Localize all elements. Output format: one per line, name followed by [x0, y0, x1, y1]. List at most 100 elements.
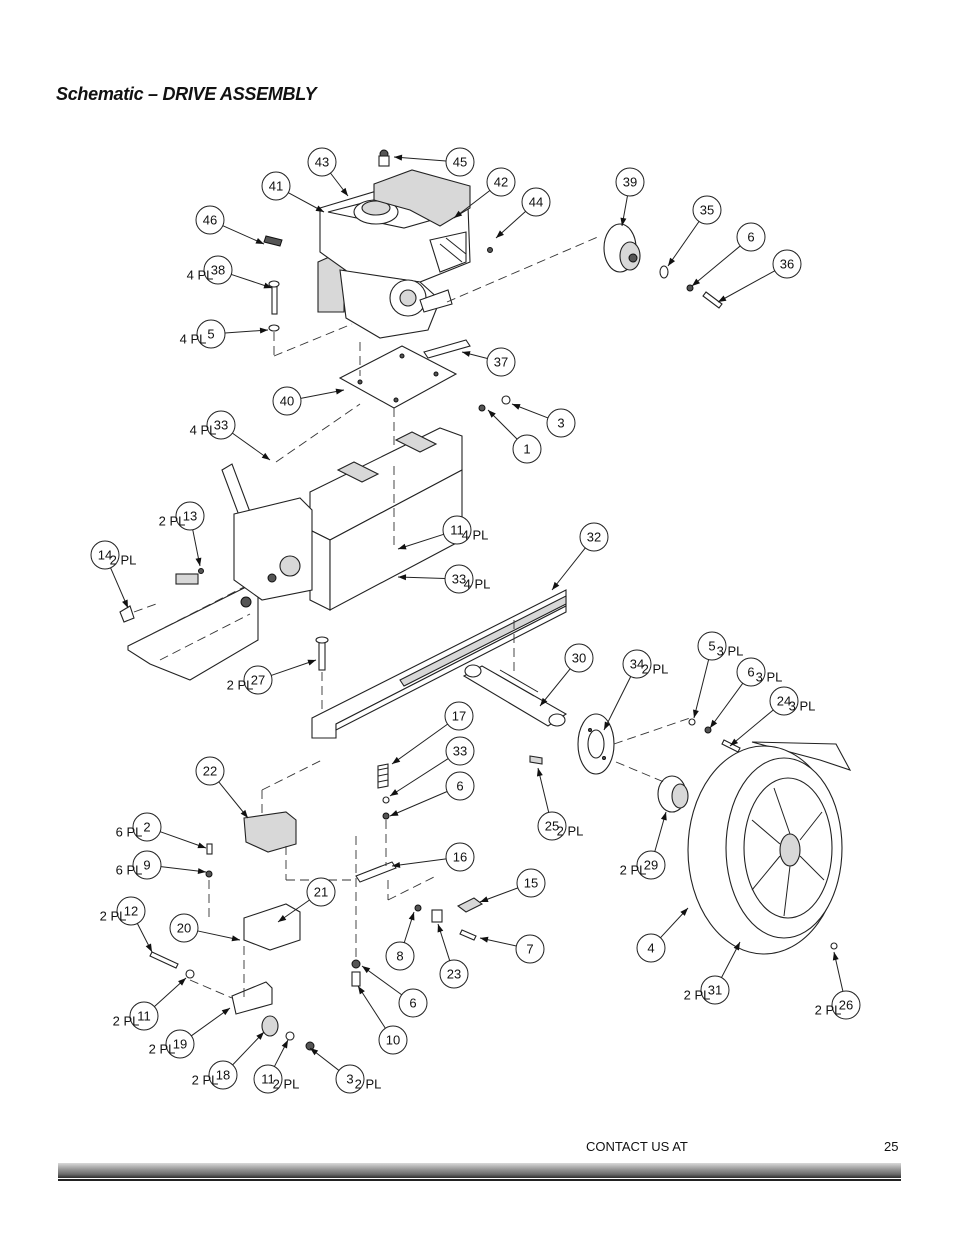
- callout-quantity: 2 PL: [159, 514, 186, 529]
- callout-number: 36: [780, 257, 794, 272]
- callout-11: 112 PL: [113, 1001, 159, 1031]
- callout-circle: [700, 975, 730, 1005]
- callout-quantity: 2 PL: [684, 988, 711, 1003]
- callout-arrowhead: [480, 896, 489, 903]
- callout-37: 37: [486, 347, 516, 377]
- callout-arrowhead: [240, 809, 248, 818]
- footer-contact: CONTACT US AT: [586, 1139, 688, 1154]
- callout-leader: [160, 831, 207, 849]
- callout-30: 30: [564, 643, 594, 673]
- callout-circle: [306, 877, 336, 907]
- callout-45: 45: [445, 147, 475, 177]
- callout-quantity: 3 PL: [756, 670, 783, 685]
- callout-arrowhead: [660, 812, 667, 821]
- callout-43: 43: [307, 147, 337, 177]
- callout-number: 41: [269, 179, 283, 194]
- callout-35: 35: [692, 195, 722, 225]
- callout-11: 112 PL: [253, 1064, 300, 1094]
- callout-arrowhead: [358, 986, 365, 995]
- callout-20: 20: [169, 913, 199, 943]
- callout-circle: [335, 1064, 365, 1094]
- callout-quantity: 2 PL: [110, 553, 137, 568]
- callout-9: 96 PL: [116, 850, 162, 880]
- callout-arrowhead: [197, 868, 206, 875]
- callout-arrowhead: [340, 187, 348, 196]
- callout-34: 342 PL: [622, 649, 668, 679]
- footer-rule: [58, 1163, 901, 1178]
- callout-circle: [516, 868, 546, 898]
- callout-circle: [243, 665, 273, 695]
- callout-13: 132 PL: [159, 501, 205, 531]
- callout-circle: [445, 842, 475, 872]
- callout-circle: [385, 941, 415, 971]
- callout-circle: [398, 988, 428, 1018]
- callout-12: 122 PL: [100, 896, 146, 926]
- callout-leader: [691, 245, 741, 287]
- callout-circle: [195, 756, 225, 786]
- callout-number: 3: [557, 416, 564, 431]
- callout-circle: [196, 319, 226, 349]
- callout-leader: [361, 965, 402, 996]
- callout-quantity: 4 PL: [190, 423, 217, 438]
- callout-32: 32: [579, 522, 609, 552]
- callout-arrowhead: [733, 942, 740, 951]
- callout-circle: [444, 701, 474, 731]
- callout-arrowhead: [263, 282, 272, 289]
- callout-circle: [203, 255, 233, 285]
- callout-circle: [378, 1025, 408, 1055]
- callout-arrowhead: [496, 230, 504, 238]
- callout-arrowhead: [195, 557, 202, 566]
- callout-circle: [831, 990, 861, 1020]
- callout-number: 33: [453, 744, 467, 759]
- callout-arrowhead: [462, 351, 471, 357]
- callout-circle: [564, 643, 594, 673]
- callout-number: 39: [623, 175, 637, 190]
- callout-17: 17: [444, 701, 474, 731]
- callout-2: 26 PL: [116, 812, 162, 842]
- callout-23: 23: [439, 959, 469, 989]
- callout-arrowhead: [261, 452, 270, 460]
- callout-arrowhead: [604, 721, 611, 730]
- callout-number: 40: [280, 394, 294, 409]
- callout-arrowhead: [398, 574, 407, 581]
- page-title: Schematic – DRIVE ASSEMBLY: [56, 84, 317, 104]
- callout-number: 30: [572, 651, 586, 666]
- callout-arrowhead: [256, 1032, 264, 1040]
- callout-arrowhead: [259, 327, 268, 334]
- callout-number: 4: [647, 941, 654, 956]
- callout-33: 334 PL: [444, 564, 490, 594]
- callout-circle: [769, 686, 799, 716]
- callout-number: 31: [708, 983, 722, 998]
- callout-number: 1: [523, 442, 530, 457]
- callout-arrowhead: [552, 581, 560, 590]
- rack-drawing: [311, 589, 567, 739]
- callout-number: 44: [529, 195, 543, 210]
- callout-arrowhead: [390, 810, 399, 816]
- callout-leader: [389, 758, 449, 797]
- callout-leader: [393, 156, 447, 162]
- callout-arrowhead: [540, 697, 548, 706]
- callout-quantity: 2 PL: [557, 824, 584, 839]
- callout-leader: [693, 659, 710, 719]
- callout-number: 13: [183, 509, 197, 524]
- callout-number: 3: [346, 1072, 353, 1087]
- callout-quantity: 6 PL: [116, 825, 143, 840]
- callout-42: 42: [486, 167, 516, 197]
- callout-quantity: 2 PL: [273, 1077, 300, 1092]
- callout-circle: [636, 933, 666, 963]
- callout-circle: [208, 1060, 238, 1090]
- callout-number: 8: [396, 949, 403, 964]
- callout-arrowhead: [145, 943, 152, 952]
- callout-circle: [445, 771, 475, 801]
- callout-15: 15: [516, 868, 546, 898]
- callout-leader: [667, 221, 700, 267]
- callout-number: 6: [409, 996, 416, 1011]
- callout-arrowhead: [480, 936, 489, 943]
- callout-number: 18: [216, 1068, 230, 1083]
- callout-number: 10: [386, 1033, 400, 1048]
- page-number: 25: [884, 1139, 899, 1154]
- callout-41: 41: [261, 171, 291, 201]
